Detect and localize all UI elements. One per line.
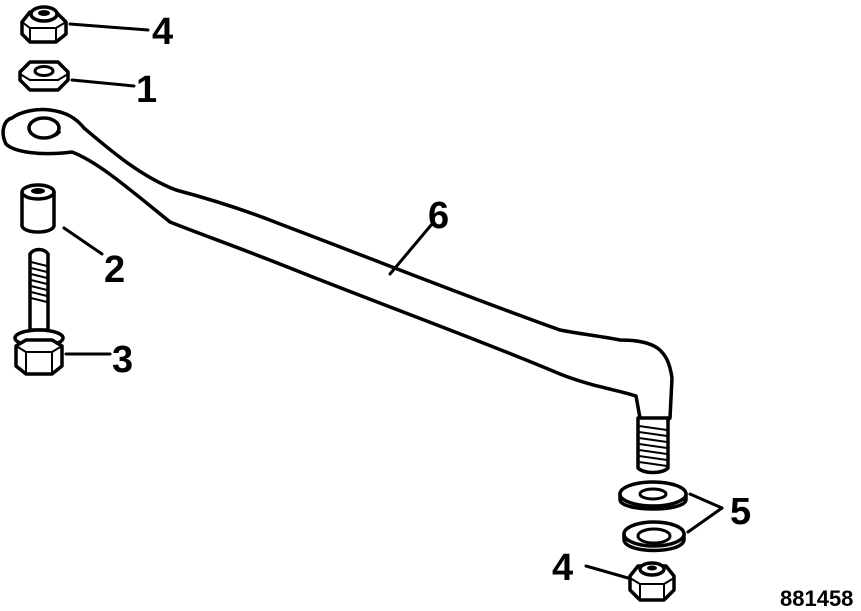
callout-5: 5	[730, 491, 751, 533]
spacer-sleeve	[20, 183, 56, 234]
callout-3: 3	[112, 339, 133, 381]
leader-lines	[62, 22, 724, 580]
link-rod	[1, 107, 674, 475]
washer-lower	[622, 520, 686, 553]
washer-upper	[618, 480, 688, 511]
callout-6: 6	[428, 195, 449, 237]
hex-nut	[18, 60, 70, 92]
flange-bolt	[13, 247, 65, 376]
callout-4-top: 4	[152, 11, 173, 53]
callout-1: 1	[136, 69, 157, 111]
figure-id: 881458	[780, 586, 853, 611]
lock-nut-bottom	[628, 561, 676, 602]
lock-nut-top	[20, 5, 68, 44]
callout-2: 2	[104, 249, 125, 291]
callout-4-bottom: 4	[552, 547, 573, 589]
